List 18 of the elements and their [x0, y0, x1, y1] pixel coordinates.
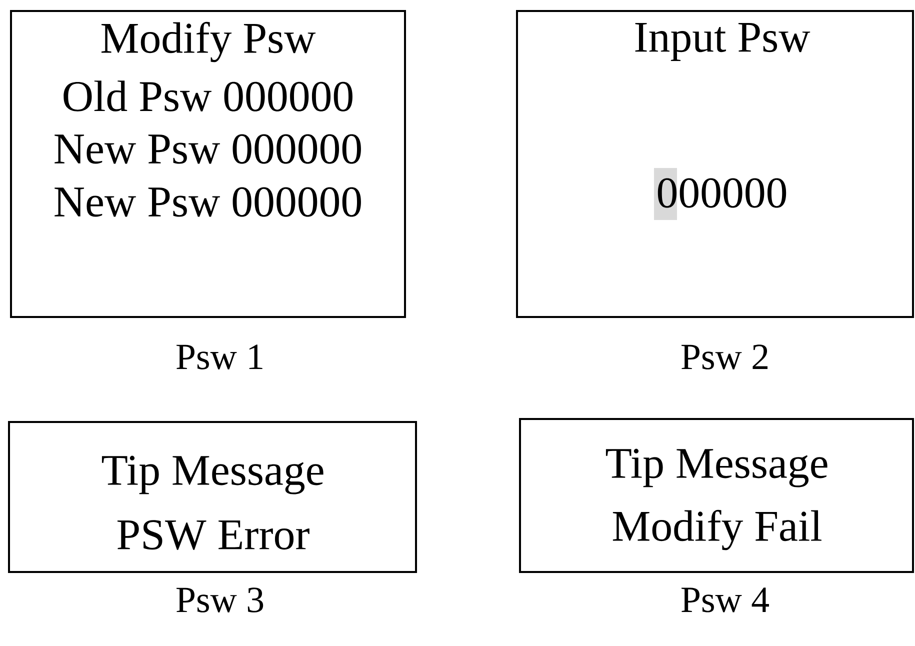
screen-text: New Psw 000000	[54, 187, 361, 217]
screen-box	[516, 10, 914, 318]
screen-caption: Psw 1	[176, 344, 262, 370]
screen-caption: Psw 3	[176, 588, 264, 612]
screen-caption: Psw 4	[682, 588, 769, 612]
screen-box	[10, 10, 406, 318]
screen-text: Tip Message	[606, 448, 828, 488]
screen-text: Modify Psw	[102, 22, 316, 62]
screen-caption: Psw 2	[682, 344, 768, 370]
screen-text: Tip Message	[102, 456, 324, 494]
screen-text: Old Psw 000000	[64, 80, 352, 112]
screen-text: Modify Fail	[612, 510, 822, 550]
screen-box	[519, 418, 914, 573]
screen-text: 000000	[658, 178, 786, 208]
screen-text: Input Psw	[635, 22, 810, 61]
screen-text: PSW Error	[117, 520, 310, 550]
screen-box	[8, 421, 417, 573]
screen-text: New Psw 000000	[54, 134, 361, 164]
